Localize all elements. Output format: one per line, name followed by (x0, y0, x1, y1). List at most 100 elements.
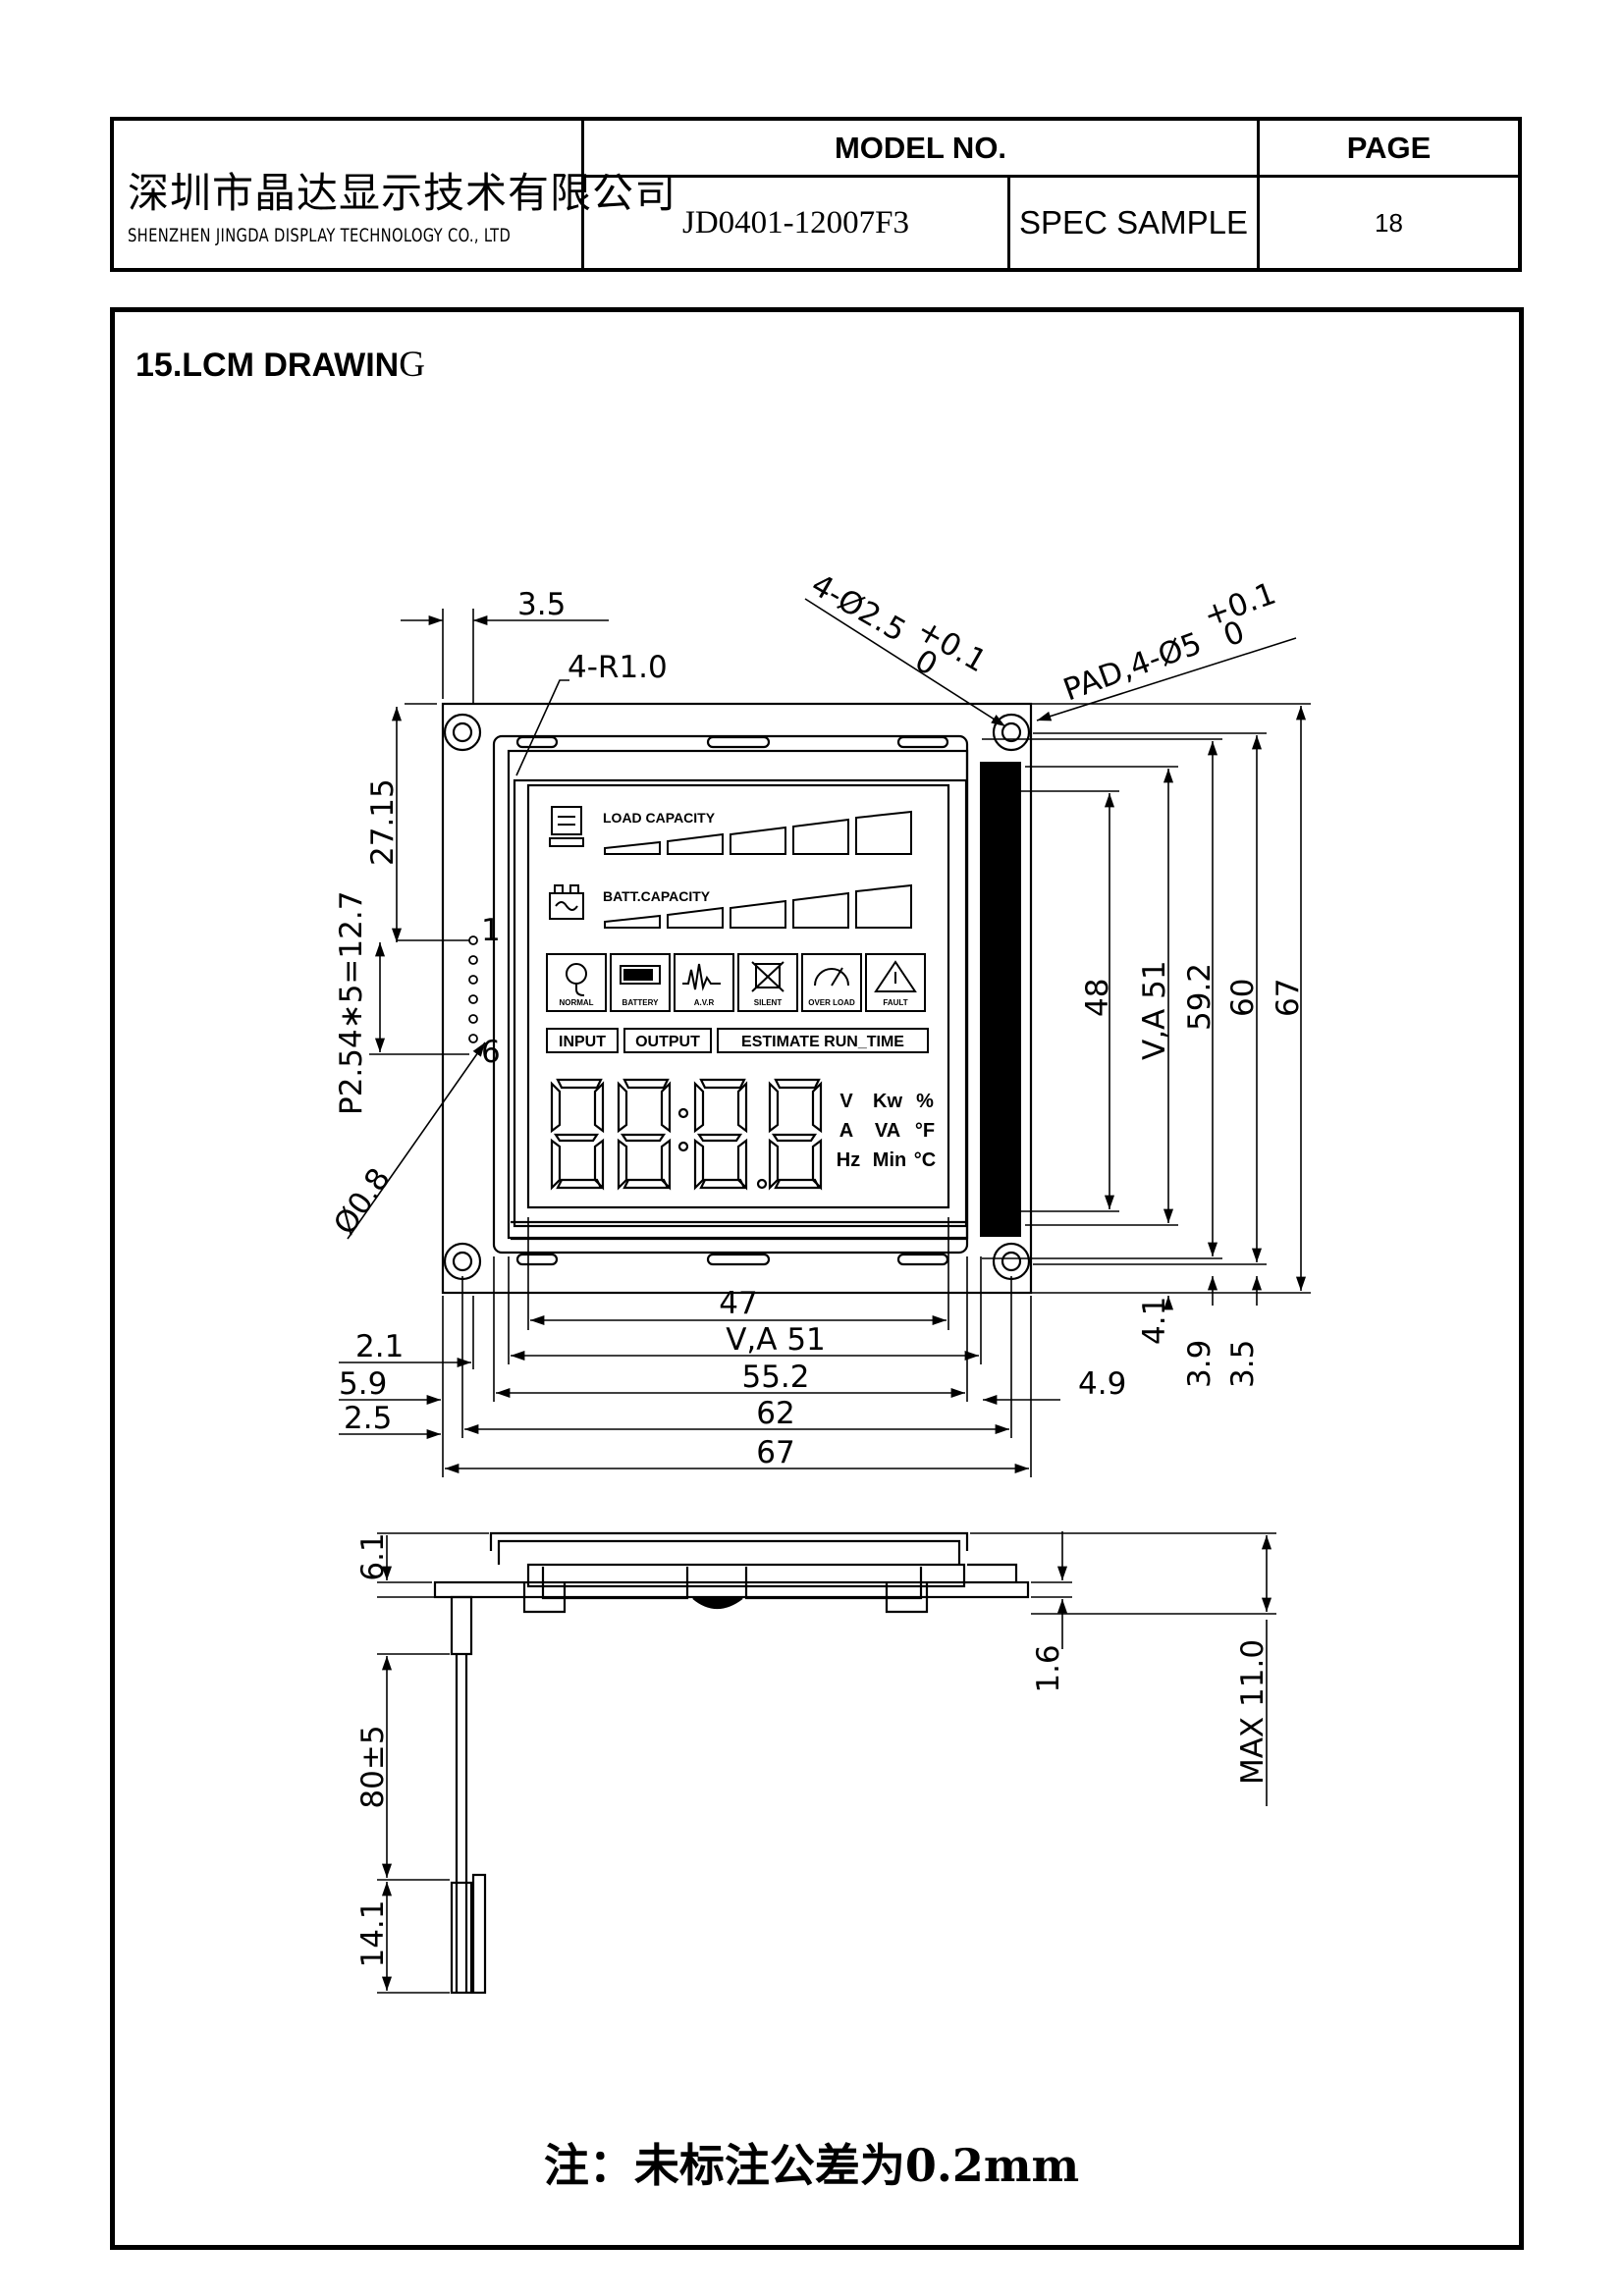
silent-icon (737, 953, 798, 1012)
dim-4-1: 4.1 (1137, 1297, 1172, 1345)
pad-callout: PAD,4-Ø5 (1058, 626, 1206, 709)
input-tab-box (546, 1028, 619, 1053)
battery-bar (792, 891, 849, 929)
dim-67-vertical: 67 (1271, 979, 1306, 1017)
normal-icon (546, 953, 607, 1012)
overload-icon (801, 953, 862, 1012)
dim-67-horizontal: 67 (756, 1435, 794, 1470)
battery-bar (855, 883, 912, 929)
icon-label-normal: NORMAL (559, 998, 593, 1007)
load-bar (730, 826, 786, 855)
unit-hz: Hz (837, 1149, 860, 1171)
dim-2-5: 2.5 (344, 1401, 392, 1436)
pin-6-label: 6 (481, 1035, 501, 1070)
tolerance-note: 注：未标注公差为0.2mm (543, 2139, 1080, 2192)
unit-kw: Kw (873, 1091, 902, 1112)
bezel-slot (706, 1253, 771, 1266)
unit-v: V (839, 1091, 853, 1112)
pcb-outline (441, 702, 1033, 1295)
side-bezel (489, 1531, 969, 1551)
company-name-cn: 深圳市晶达显示技术有限公司 (128, 169, 677, 217)
dim-4-9: 4.9 (1078, 1366, 1126, 1402)
mounting-hole (443, 713, 482, 752)
battery-status-icon (610, 953, 671, 1012)
view-area (513, 778, 968, 1228)
dim-va-51-vertical: V,A 51 (1137, 960, 1172, 1060)
seven-segment-display (550, 1078, 823, 1191)
section-title-main: 15.LCM DRAWIN (135, 347, 400, 384)
connector-pins (450, 1595, 473, 1656)
unit-fahrenheit: °F (915, 1120, 935, 1142)
icon-label-avr: A.V.R (694, 998, 715, 1007)
batt-capacity-label: BATT.CAPACITY (603, 888, 711, 904)
dim-59-2: 59.2 (1182, 963, 1217, 1031)
dim-3-9: 3.9 (1182, 1340, 1217, 1388)
load-bar (667, 832, 724, 855)
output-tab-box (623, 1028, 712, 1053)
pin-1-label: 1 (481, 913, 501, 948)
input-tab: INPUT (559, 1034, 606, 1050)
estimate-tab: ESTIMATE RUN_TIME (741, 1034, 904, 1050)
digit (768, 1078, 823, 1191)
avr-icon (674, 953, 734, 1012)
icon-label-silent: SILENT (754, 998, 783, 1007)
section-title-tail: G (399, 345, 425, 385)
model-number: JD0401-12007F3 (681, 204, 910, 240)
unit-celsius: °C (914, 1149, 936, 1171)
page-label: PAGE (1346, 130, 1432, 165)
spec-label: SPEC SAMPLE (1019, 204, 1248, 240)
model-label: MODEL NO. (834, 130, 1007, 165)
dim-14-1: 14.1 (355, 1899, 391, 1967)
divider (1007, 175, 1010, 268)
dim-pin-pitch: P2.54∗5=12.7 (334, 891, 369, 1115)
battery-icon (549, 892, 584, 920)
drawing-frame (110, 307, 1524, 2250)
company-name-en: SHENZHEN JINGDA DISPLAY TECHNOLOGY CO., … (128, 225, 512, 246)
dim-3-5-right: 3.5 (1225, 1340, 1261, 1388)
dim-top-offset: 3.5 (517, 587, 566, 622)
icon-label-overload: OVER LOAD (808, 998, 855, 1007)
unit-va: VA (875, 1120, 900, 1142)
dim-5-9: 5.9 (339, 1366, 387, 1402)
dim-55-2: 55.2 (741, 1360, 809, 1395)
estimate-tab-box (717, 1028, 929, 1053)
icon-label-fault: FAULT (883, 998, 907, 1007)
mounting-hole (992, 1242, 1031, 1281)
unit-percent: % (916, 1091, 934, 1112)
icon-label-battery: BATTERY (622, 998, 660, 1007)
dim-pin-offset: 27.15 (365, 778, 401, 866)
side-view (433, 1531, 1030, 1995)
dim-47: 47 (719, 1286, 757, 1321)
mounting-hole (992, 713, 1031, 752)
bezel-slot (515, 1253, 559, 1266)
bezel-slot (896, 1253, 949, 1266)
dim-60: 60 (1225, 979, 1261, 1017)
dim-62: 62 (756, 1396, 794, 1431)
output-tab: OUTPUT (635, 1034, 700, 1050)
backlight-fpc (980, 762, 1021, 1237)
cable-connector (450, 1881, 473, 1995)
dim-corner-radius: 4-R1.0 (568, 650, 668, 685)
dim-1-6: 1.6 (1031, 1644, 1066, 1692)
battery-bar (604, 914, 661, 929)
digit (550, 1078, 605, 1191)
mounting-hole (443, 1242, 482, 1281)
bezel-slot (706, 735, 771, 749)
unit-a: A (839, 1120, 853, 1142)
hole-tol-zero: 0 (909, 643, 944, 683)
pin-header (468, 935, 478, 1043)
dim-48: 48 (1080, 979, 1115, 1017)
digit (617, 1078, 672, 1191)
bezel-slot (515, 735, 559, 749)
load-capacity-label: LOAD CAPACITY (603, 810, 716, 826)
fault-icon (865, 953, 926, 1012)
dim-2-1: 2.1 (355, 1329, 404, 1364)
dim-max-11: MAX 11.0 (1235, 1639, 1271, 1785)
page-number: 18 (1375, 207, 1403, 238)
dim-pin-diameter: Ø0.8 (327, 1162, 398, 1242)
side-pcb (433, 1580, 1030, 1599)
dim-80: 80±5 (355, 1725, 391, 1808)
load-bar (855, 810, 912, 855)
title-block: 深圳市晶达显示技术有限公司 SHENZHEN JINGDA DISPLAY TE… (110, 117, 1522, 272)
